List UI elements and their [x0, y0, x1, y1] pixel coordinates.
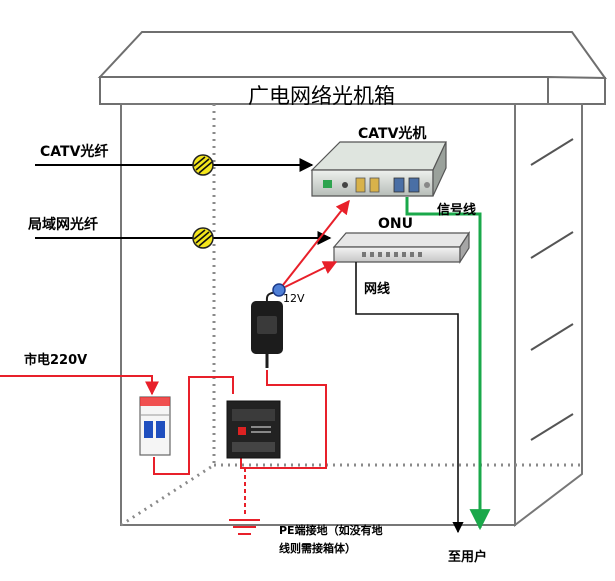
- onu-device: [332, 230, 471, 265]
- power-adapter: [251, 290, 283, 368]
- vent-slots: [530, 138, 574, 441]
- control-module: [226, 400, 281, 459]
- power-to-onu-line: [284, 261, 338, 288]
- signal-cable-label: 信号线: [437, 203, 477, 218]
- cabinet-roof-side: [547, 75, 606, 105]
- cabinet-side: [514, 103, 583, 528]
- cabinet-hidden-edges: [120, 104, 582, 527]
- catv-receiver-label: CATV光机: [358, 126, 427, 142]
- signal-wire: [405, 197, 491, 531]
- onu-label: ONU: [378, 216, 413, 232]
- power-voltage-label: 12V: [283, 292, 305, 305]
- fiber-marker-icon: [192, 227, 214, 249]
- lan-fiber-label: 局域网光纤: [28, 217, 98, 233]
- power-split-node: [272, 283, 286, 297]
- catv-receiver-device: [310, 141, 447, 197]
- circuit-breaker: [139, 396, 171, 456]
- to-user-label: 至用户: [448, 550, 488, 565]
- mains-power-label: 市电220V: [24, 353, 88, 368]
- fiber-marker-icon: [192, 154, 214, 176]
- ground-note-line2: 线则需接箱体）: [279, 542, 356, 555]
- power-to-catv-line: [282, 199, 350, 286]
- network-cable-label: 网线: [364, 282, 391, 297]
- network-wire: [355, 262, 464, 534]
- ground-symbol-icon: [229, 519, 260, 535]
- cabinet-title: 广电网络光机箱: [248, 84, 395, 108]
- cabinet-roof-top: [97, 31, 607, 80]
- cabinet: [97, 31, 607, 528]
- mains-power-wiring: [0, 370, 327, 475]
- ground-note-line1: PE端接地（如没有地: [279, 524, 383, 537]
- catv-fiber-label: CATV光纤: [40, 144, 109, 160]
